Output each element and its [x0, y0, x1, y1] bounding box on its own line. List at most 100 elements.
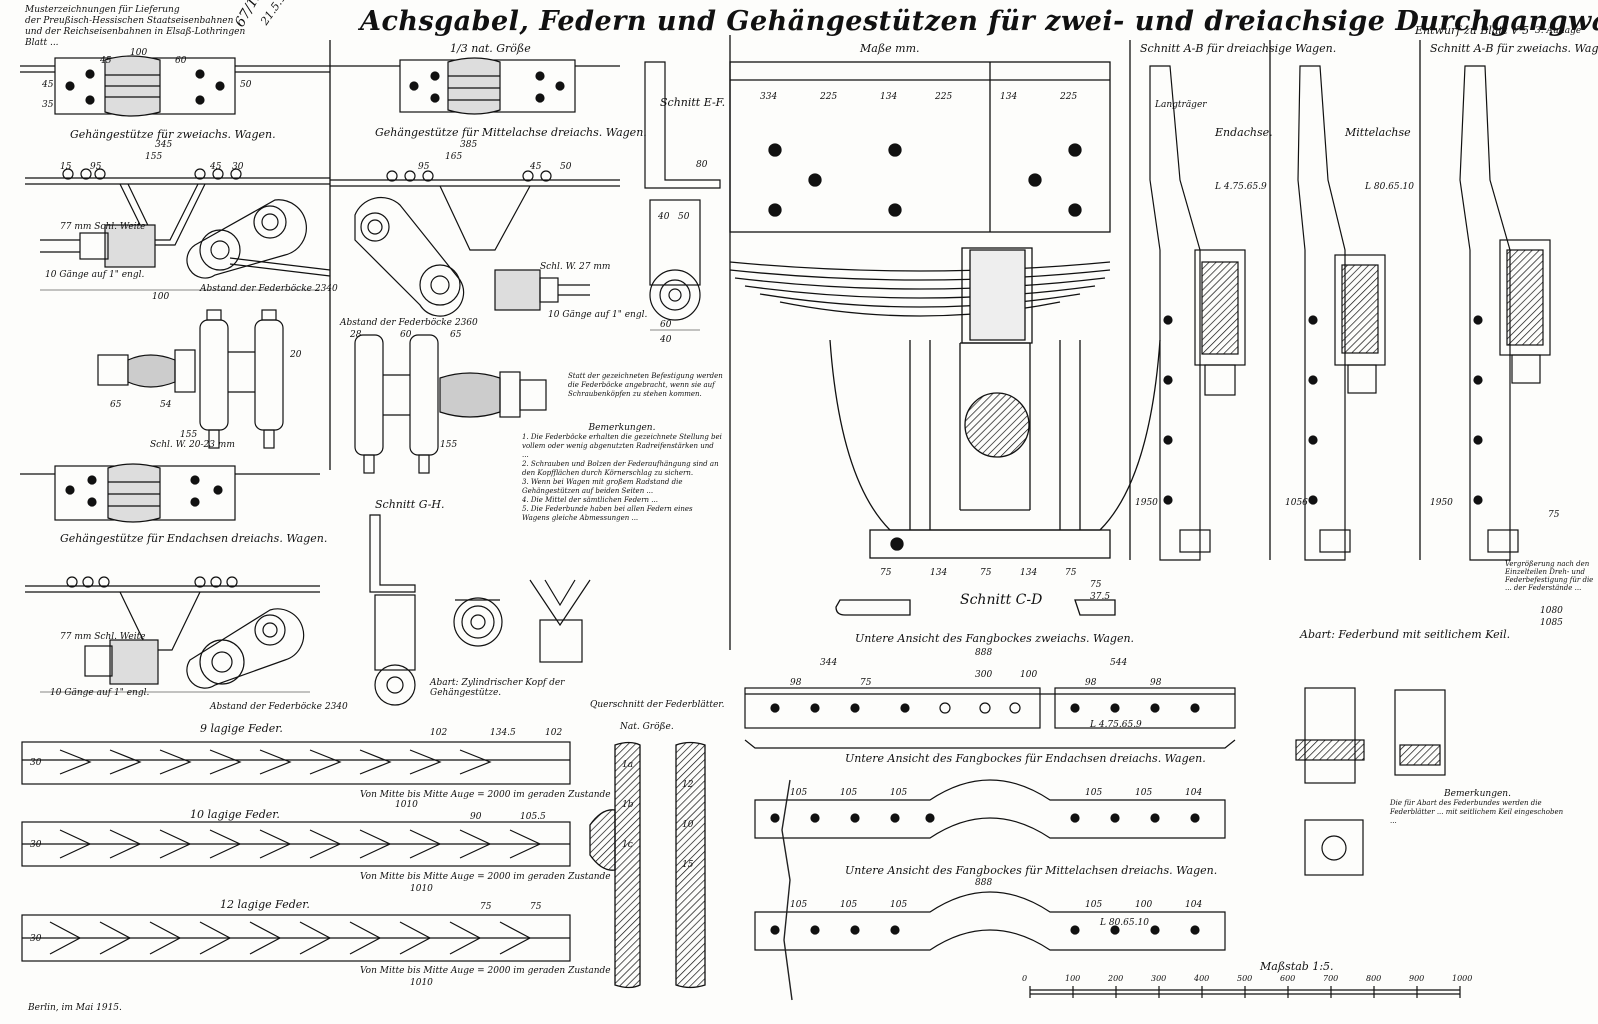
section-a-b-end-axle — [1149, 65, 1246, 561]
dim-label: 1010 — [395, 800, 418, 810]
dim-label: 60 — [660, 320, 672, 330]
dim-label: 50 — [678, 212, 690, 222]
section-e-f-drawing — [644, 61, 721, 331]
remark-item: 5. Die Federbunde haben bei allen Federn… — [522, 505, 693, 522]
dim-label: 1b — [622, 800, 634, 810]
label-hanger-end: Gehängestütze für Endachsen dreiachs. Wa… — [60, 532, 328, 545]
scale-tick-label: 200 — [1108, 974, 1124, 983]
dim-label: 105 — [790, 900, 808, 910]
spring-frame-main — [729, 61, 1161, 616]
dim-label: 105 — [840, 788, 858, 798]
dim-label: 98 — [1085, 678, 1097, 688]
scale-tick-label: 300 — [1151, 974, 1167, 983]
remarks-right-block: Bemerkungen. Die für Abart des Federbund… — [1390, 790, 1565, 826]
dim-label: 105.5 — [520, 812, 546, 822]
dim-label: 134 — [1000, 92, 1018, 102]
label-dims: Maße mm. — [860, 42, 920, 55]
section-a-b-middle-axle — [1297, 65, 1386, 561]
dim-label: 345 — [155, 140, 173, 150]
dim-label: 1085 — [1540, 618, 1563, 628]
label-spring-9: 9 lagige Feder. — [200, 722, 283, 735]
remark-item: 4. Die Mittel der sämtlichen Federn ... — [522, 496, 658, 504]
bolt-assembly-b — [354, 334, 547, 474]
dim-label: 50 — [240, 80, 252, 90]
hanger-drawing-two-axle — [25, 168, 331, 291]
dim-label: 1950 — [1135, 498, 1158, 508]
scale-tick-label: 1000 — [1452, 974, 1473, 983]
remarks-note: Statt der gezeichneten Befestigung werde… — [568, 372, 723, 398]
dim-label: 134 — [930, 568, 948, 578]
label-middle-axle: Mittelachse — [1345, 126, 1411, 139]
header-line-1: Musterzeichnungen für Lieferung — [25, 5, 180, 15]
right-side-note: Vergrößerung nach den Einzelteilen Dreh-… — [1505, 560, 1594, 592]
dim-label: 75 — [880, 568, 892, 578]
dim-label: 134 — [880, 92, 898, 102]
label-spring-distance-1: Abstand der Federböcke 2340 — [200, 284, 338, 294]
dim-label: 1080 — [1540, 606, 1563, 616]
dim-label: 1010 — [410, 884, 433, 894]
dim-label: 155 — [145, 152, 163, 162]
header-line-2: der Preußisch-Hessischen Staatseisenbahn… — [25, 16, 234, 26]
dim-label: 15 — [682, 860, 694, 870]
dim-label: 105 — [790, 788, 808, 798]
spring-9-leaf — [21, 741, 571, 785]
label-thread-2: 10 Gänge auf 1" engl. — [548, 310, 648, 320]
dim-label: 155 — [440, 440, 458, 450]
dim-label: 37.5 — [1090, 592, 1111, 602]
dim-label: 45 — [210, 162, 222, 172]
dim-label: 105 — [840, 900, 858, 910]
dim-label: 28 — [350, 330, 362, 340]
header-line-4: Blatt ... — [25, 38, 59, 48]
dim-label: 1c — [622, 840, 633, 850]
label-spring-12: 12 lagige Feder. — [220, 898, 310, 911]
label-hanger-two: Gehängestütze für zweiachs. Wagen. — [70, 128, 276, 141]
dim-label: 105 — [890, 900, 908, 910]
leaf-cross-section — [589, 741, 706, 989]
dim-label: 888 — [975, 878, 993, 888]
label-sw-27: Schl. W. 27 mm — [540, 262, 611, 272]
label-view-middle-axle: Untere Ansicht des Fangbockes für Mittel… — [845, 864, 1218, 877]
bolt-assembly-a — [97, 309, 284, 449]
dim-label: 45 — [530, 162, 542, 172]
remark-item: 1. Die Federböcke erhalten die gezeichne… — [522, 433, 722, 459]
dim-label: 334 — [760, 92, 778, 102]
scale-tick-label: 800 — [1366, 974, 1382, 983]
dim-label: 95 — [90, 162, 102, 172]
label-half-size: 1/3 nat. Größe — [450, 42, 531, 55]
dim-label: 105 — [1085, 788, 1103, 798]
scale-tick-label: 0 — [1022, 974, 1028, 983]
label-thread-1: 10 Gänge auf 1" engl. — [45, 270, 145, 280]
note-spring-10: Von Mitte bis Mitte Auge = 2000 im gerad… — [360, 872, 611, 882]
section-a-b-two-axle — [1459, 65, 1551, 561]
label-section-gh: Schnitt G-H. — [375, 498, 445, 511]
dim-label: 45 — [42, 80, 54, 90]
label-sw-20: Schl. W. 20-23 mm — [150, 440, 235, 450]
spring-12-leaf — [21, 914, 571, 962]
dim-label: 75 — [530, 902, 542, 912]
label-view-end-axle: Untere Ansicht des Fangbockes für Endach… — [845, 752, 1206, 765]
label-section-ab-three: Schnitt A-B für dreiachsige Wagen. — [1140, 42, 1337, 55]
remark-item: 2. Schrauben und Bolzen der Federaufhäng… — [522, 460, 719, 477]
hanger-drawing-end-axle — [25, 576, 320, 693]
label-profile-1: L 4.75.65.9 — [1215, 182, 1267, 192]
dim-label: 105 — [1085, 900, 1103, 910]
scale-tick-label: 600 — [1280, 974, 1296, 983]
beam-view-end-axle — [754, 779, 1226, 839]
header-line-3: und der Reichseisenbahnen in Elsaß-Lothr… — [25, 27, 246, 37]
spring-band-variant — [1295, 687, 1446, 876]
footer-left: Berlin, im Mai 1915. — [28, 1003, 122, 1013]
dim-label: 134.5 — [490, 728, 516, 738]
dim-label: 54 — [160, 400, 172, 410]
dim-label: 75 — [1548, 510, 1560, 520]
paper-crack — [781, 779, 793, 1001]
dim-label: 100 — [152, 292, 170, 302]
label-hanger-middle: Gehängestütze für Mittelachse dreiachs. … — [375, 126, 647, 139]
dim-label: 105 — [890, 788, 908, 798]
dim-label: 888 — [975, 648, 993, 658]
dim-label: 225 — [820, 92, 838, 102]
sheet-label: Entwurf zu Blatt V 5 — [1415, 24, 1530, 37]
hanger-plate-two-axle — [20, 55, 330, 117]
label-spring-10: 10 lagige Feder. — [190, 808, 280, 821]
dim-label: 1056 — [1285, 498, 1308, 508]
